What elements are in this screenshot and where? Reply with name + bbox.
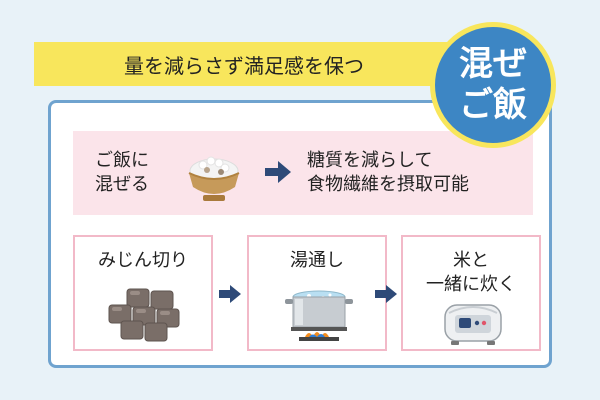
diced-konjac-icon [108,288,180,342]
rice-bowl-icon [188,156,240,201]
summary-right-line1: 糖質を減らして [307,150,433,171]
summary-left-line1: ご飯に [95,150,149,171]
step-chop: みじん切り [73,235,213,351]
headline-text: 量を減らさず満足感を保つ [124,53,364,78]
step-cook: 米と 一緒に炊く [401,235,541,351]
step-label: 米と 一緒に炊く [426,250,516,296]
arrow-right-icon [219,285,241,303]
rice-cooker-icon [444,304,502,345]
headline-banner: 量を減らさず満足感を保つ [34,42,454,86]
info-card: ご飯に 混ぜる 糖質を減らして 食物繊維を摂取可能 みじん切り [48,100,552,368]
arrow-right-icon [375,285,397,303]
step-label: みじん切り [98,250,188,271]
summary-left-text: ご飯に 混ぜる [95,149,149,198]
summary-bar: ご飯に 混ぜる 糖質を減らして 食物繊維を摂取可能 [73,131,533,215]
summary-left-line2: 混ぜる [95,174,149,196]
summary-right-line2: 食物繊維を摂取可能 [307,174,469,196]
step-label: 湯通し [290,250,344,271]
summary-right-text: 糖質を減らして 食物繊維を摂取可能 [307,149,469,198]
category-badge: 混ぜ ご飯 [430,22,556,148]
arrow-right-icon [265,161,291,183]
boiling-pot-icon [285,290,353,341]
step-boil: 湯通し [247,235,387,351]
badge-line1: 混ぜ [459,44,527,85]
badge-line2: ご飯 [459,85,527,125]
